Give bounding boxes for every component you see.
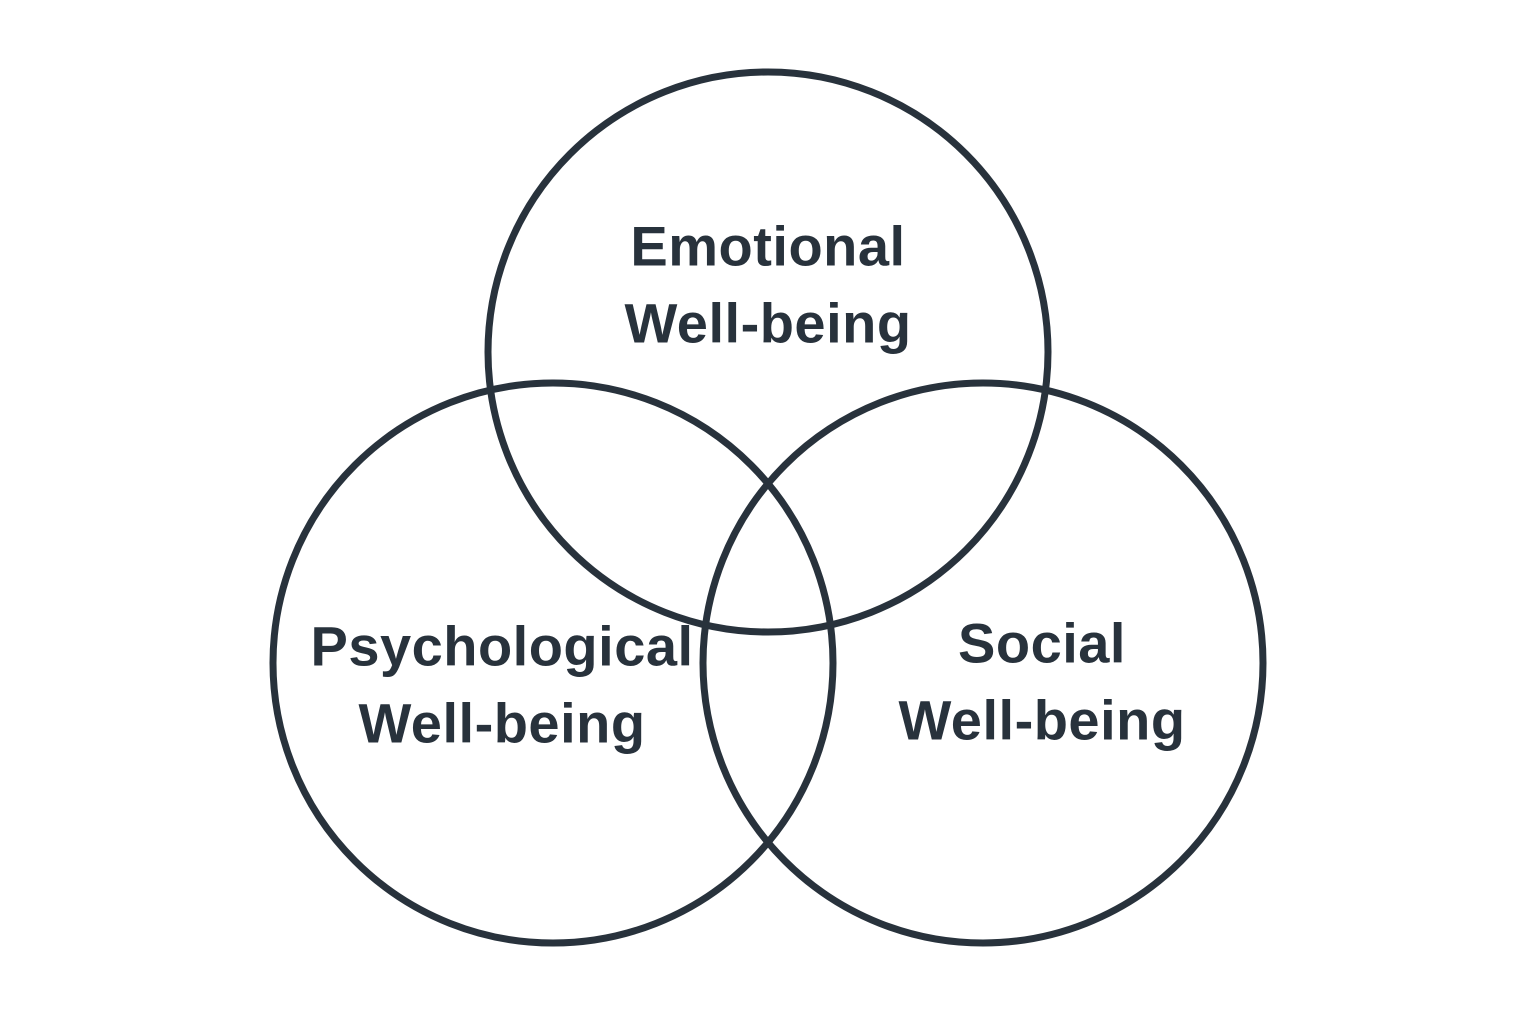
emotional-wellbeing-label-line2: Well-being	[624, 292, 912, 355]
social-wellbeing-label-line2: Well-being	[898, 689, 1186, 752]
social-circle	[699, 379, 1267, 947]
psychological-circle	[269, 379, 837, 947]
emotional-wellbeing-label-line1: Emotional	[630, 214, 906, 278]
psychological-wellbeing-label-line1: Psychological	[310, 614, 694, 678]
emotional-wellbeing-label: Emotional Well-being	[624, 208, 911, 363]
social-wellbeing-label-line1: Social	[958, 611, 1126, 675]
social-wellbeing-label: Social Well-being	[898, 605, 1185, 760]
psychological-wellbeing-label-line2: Well-being	[358, 692, 646, 755]
emotional-circle	[484, 68, 1052, 636]
psychological-wellbeing-label: Psychological Well-being	[310, 608, 693, 763]
